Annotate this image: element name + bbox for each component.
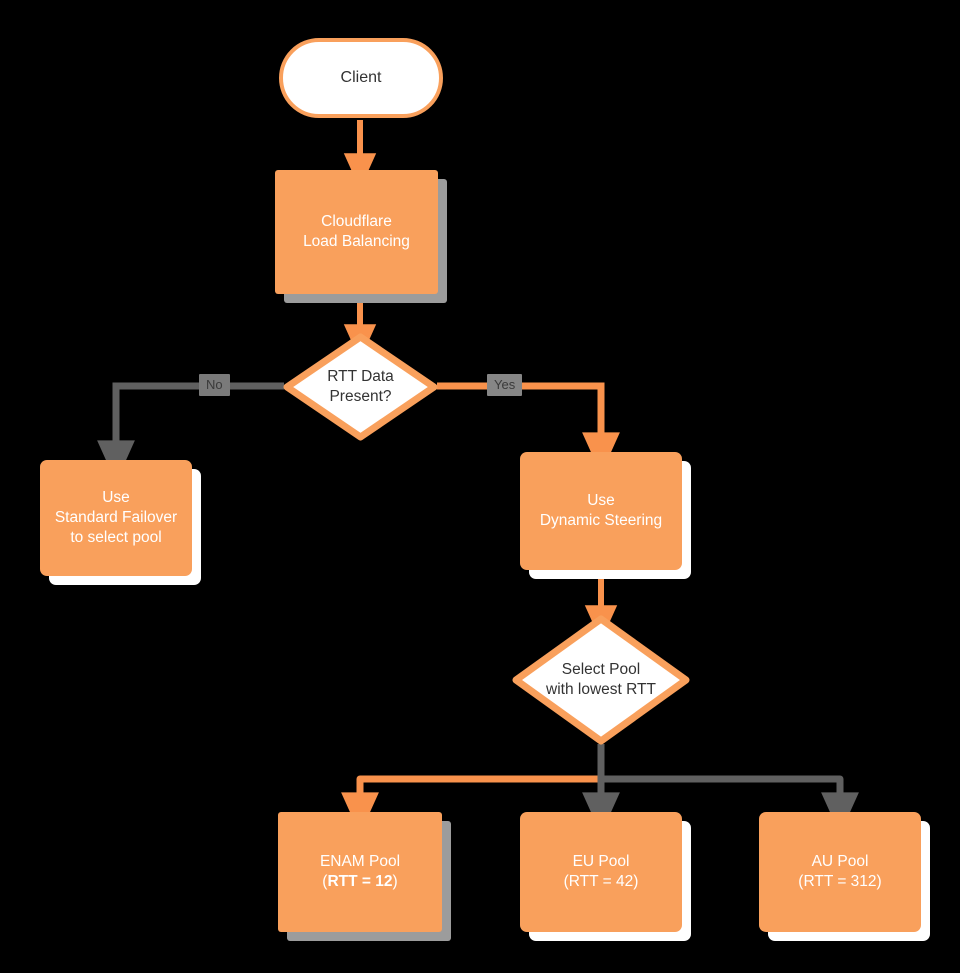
node-enam-pool[interactable]: ENAM Pool (RTT = 12)	[278, 812, 442, 932]
edge-select-pool-to-enam	[341, 744, 605, 835]
node-dynamic-steering-label: Use Dynamic Steering	[539, 492, 663, 529]
node-standard-failover[interactable]: Use Standard Failover to select pool	[40, 460, 192, 576]
edge-label-yes: Yes	[487, 374, 523, 396]
node-dynamic-steering[interactable]: Use Dynamic Steering	[520, 452, 682, 570]
node-rtt-data-present-label: RTT Data Present?	[327, 368, 394, 405]
node-au-pool[interactable]: AU Pool (RTT = 312)	[759, 812, 921, 932]
node-enam-pool-label: ENAM Pool (RTT = 12)	[278, 852, 442, 892]
edge-rtt-check-to-failover	[97, 382, 284, 483]
edge-label-no: No	[199, 374, 230, 396]
node-client-label: Client	[340, 68, 382, 86]
node-eu-pool-label: EU Pool (RTT = 42)	[563, 853, 639, 890]
node-standard-failover-label: Use Standard Failover to select pool	[54, 489, 178, 546]
node-select-pool-decision[interactable]: Select Pool with lowest RTT	[512, 615, 690, 745]
node-cloudflare-load-balancing[interactable]: Cloudflare Load Balancing	[275, 170, 438, 294]
node-eu-pool[interactable]: EU Pool (RTT = 42)	[520, 812, 682, 932]
node-cloudflare-load-balancing-label: Cloudflare Load Balancing	[303, 213, 410, 250]
node-au-pool-label: AU Pool (RTT = 312)	[798, 853, 882, 890]
edge-select-pool-to-au	[601, 775, 859, 835]
node-rtt-data-present-decision[interactable]: RTT Data Present?	[283, 333, 438, 441]
node-select-pool-label: Select Pool with lowest RTT	[546, 661, 656, 698]
diamond-shape	[283, 333, 438, 441]
node-client[interactable]: Client	[279, 38, 443, 118]
node-enam-pool-rtt: (RTT = 12)	[322, 873, 398, 890]
diamond-shape	[512, 615, 690, 745]
